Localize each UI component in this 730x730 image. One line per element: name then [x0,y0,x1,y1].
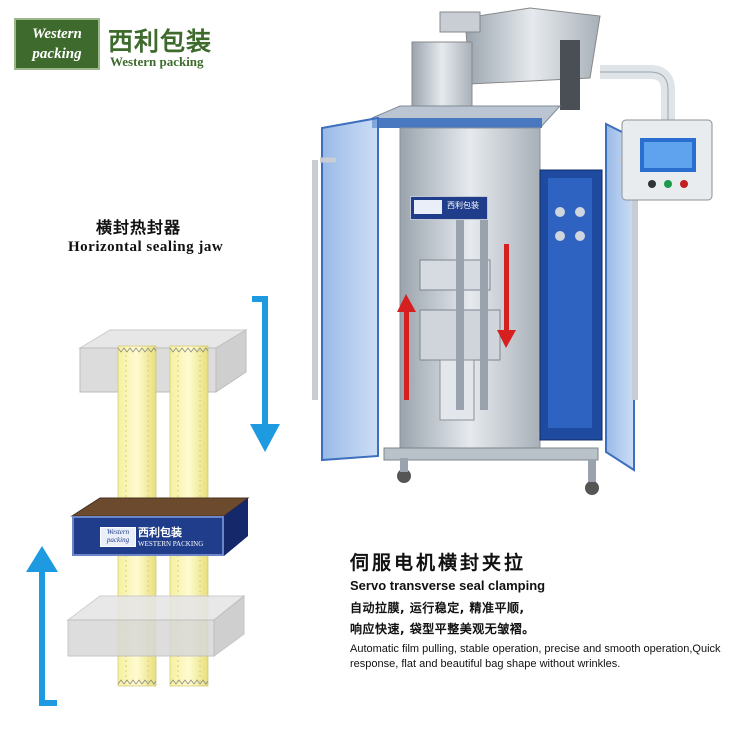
desc-cn-line1: 自动拉膜, 运行稳定, 精准平顺, [350,601,525,615]
jaw-plate-logo: Western packing [100,527,136,547]
brand-logo-badge: Western packing [14,18,100,70]
servo-title-chinese: 伺服电机横封夹拉 [350,552,527,574]
jaw-brand-plate [72,516,224,556]
servo-title-english: Servo transverse seal clamping [350,578,546,593]
jaw-label-chinese: 横封热封器 [96,218,182,237]
nameplate-text: 西利包装 [447,201,479,210]
servo-description-english: Automatic film pulling, stable operation… [350,643,721,670]
servo-description-chinese: 自动拉膜, 运行稳定, 精准平顺, 响应快速, 袋型平整美观无皱褶。 [350,598,710,640]
logo-english-name: Western packing [110,54,204,69]
logo-badge-line1: Western [32,26,82,42]
down-arrow-icon [250,296,280,452]
up-motion-arrow-icon [397,294,416,400]
machine-nameplate: 西利包装 [410,196,488,220]
desc-cn-line2: 响应快速, 袋型平整美观无皱褶。 [350,622,535,636]
seal-serration [117,347,209,685]
jaw-plate-chinese: 西利包装 [138,526,182,539]
logo-chinese-name: 西利包装 [108,27,213,56]
middle-seal-jaw [70,497,250,556]
packing-machine [312,7,713,495]
lower-seal-block [66,594,246,657]
jaw-plate-english: WESTERN PACKING [138,540,204,548]
jaw-label-english: Horizontal sealing jaw [68,239,224,255]
nameplate-logo-icon [414,200,442,214]
up-arrow-icon [26,546,58,706]
upper-seal-block [78,329,248,393]
down-motion-arrow-icon [497,244,516,348]
logo-badge-line2: packing [32,46,82,62]
